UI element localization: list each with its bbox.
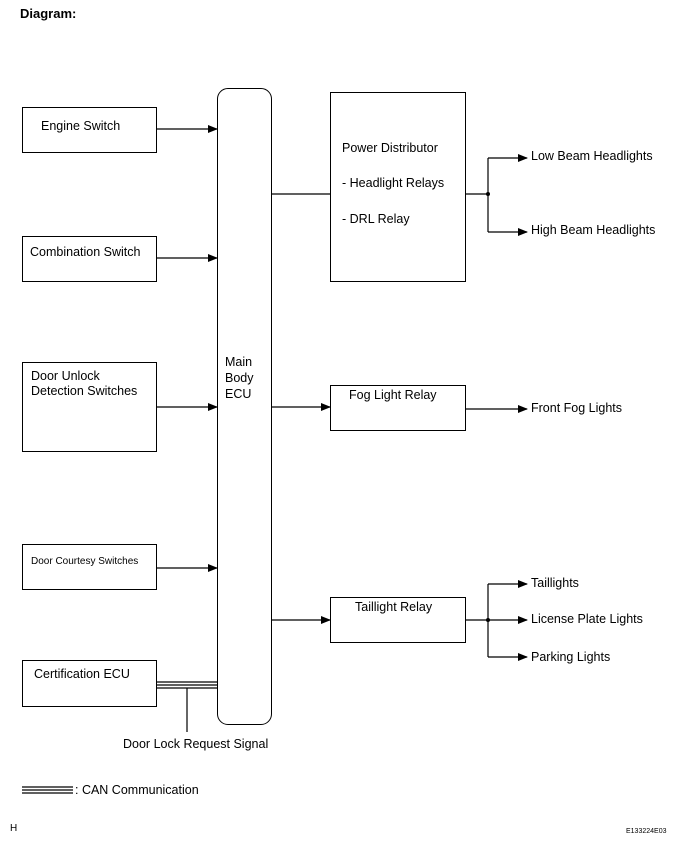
- engine-switch-label: Engine Switch: [41, 119, 121, 133]
- combination-switch-box: Combination Switch: [22, 236, 157, 282]
- door-courtesy-box: Door Courtesy Switches: [22, 544, 157, 590]
- drl-relay-label: - DRL Relay: [342, 212, 410, 226]
- parking-lights-label: Parking Lights: [531, 650, 611, 664]
- fog-light-relay-label: Fog Light Relay: [349, 388, 437, 402]
- main-body-ecu: Main Body ECU: [217, 88, 272, 725]
- taillights-label: Taillights: [531, 576, 579, 590]
- page-title: Diagram:: [20, 6, 77, 21]
- low-beam-label: Low Beam Headlights: [531, 149, 653, 163]
- license-plate-label: License Plate Lights: [531, 612, 643, 626]
- door-unlock-box: Door Unlock Detection Switches: [22, 362, 157, 452]
- power-distributor-title: Power Distributor: [342, 141, 438, 155]
- ecu-label-1: Main: [225, 355, 253, 369]
- ecu-label-2: Body: [225, 371, 254, 385]
- front-fog-label: Front Fog Lights: [531, 401, 623, 415]
- footer-left: H: [10, 823, 18, 834]
- can-legend-label: : CAN Communication: [75, 783, 199, 797]
- door-courtesy-label: Door Courtesy Switches: [31, 556, 139, 567]
- power-distributor-box: Power Distributor - Headlight Relays - D…: [330, 92, 466, 282]
- taillight-relay-box: Taillight Relay: [330, 597, 466, 643]
- ecu-label-3: ECU: [225, 387, 252, 401]
- certification-ecu-label: Certification ECU: [34, 667, 130, 681]
- headlight-relays-label: - Headlight Relays: [342, 176, 445, 190]
- certification-ecu-box: Certification ECU: [22, 660, 157, 707]
- door-unlock-label-2: Detection Switches: [31, 384, 138, 398]
- fog-light-relay-box: Fog Light Relay: [330, 385, 466, 431]
- engine-switch-box: Engine Switch: [22, 107, 157, 153]
- door-unlock-label-1: Door Unlock: [31, 369, 100, 383]
- footer-code: E133224E03: [626, 828, 667, 835]
- taillight-relay-label: Taillight Relay: [355, 600, 433, 614]
- combination-switch-label: Combination Switch: [30, 245, 141, 259]
- door-lock-request-label: Door Lock Request Signal: [123, 737, 269, 751]
- high-beam-label: High Beam Headlights: [531, 223, 656, 237]
